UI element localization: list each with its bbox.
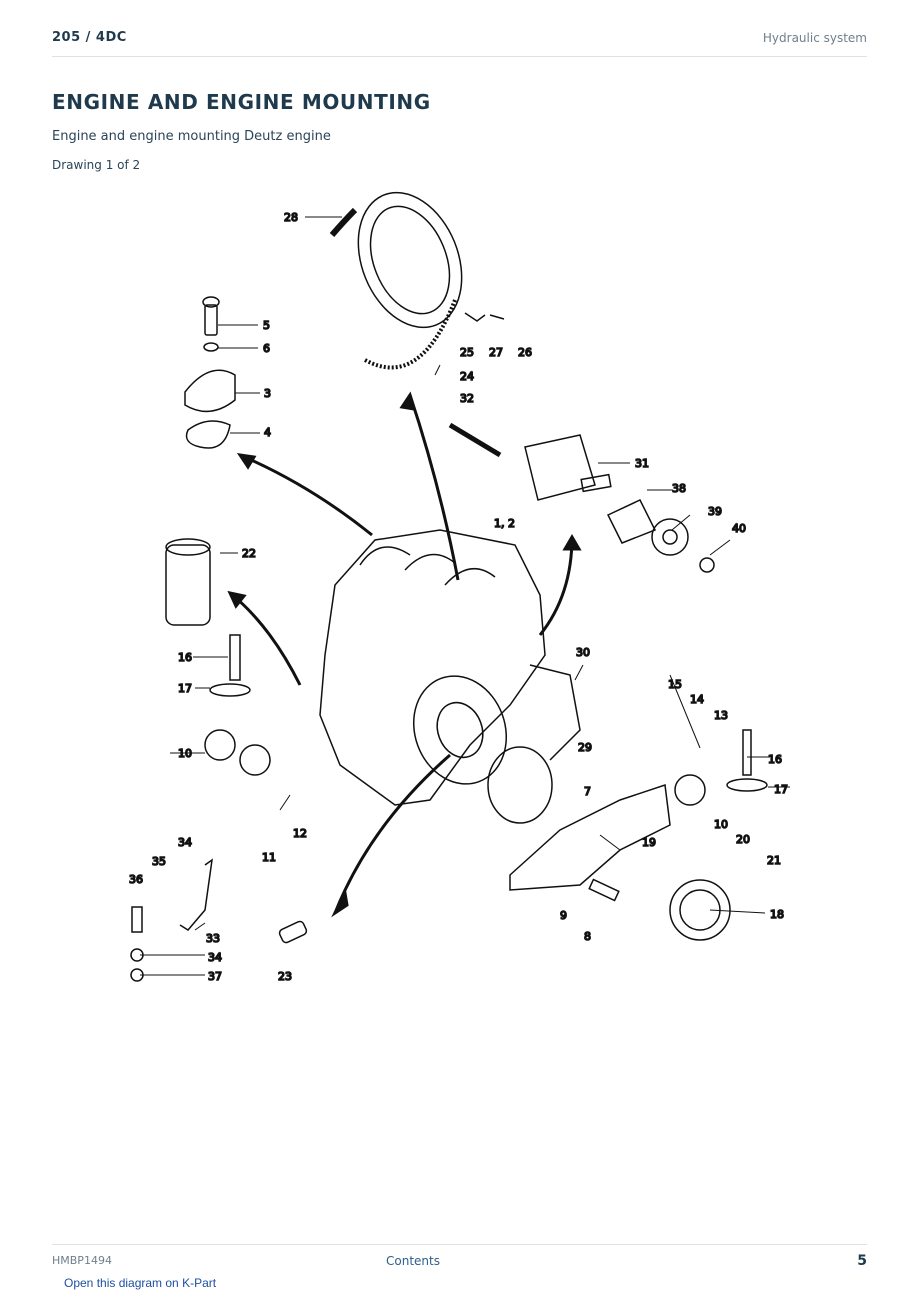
callout-10-left: 10 — [178, 747, 192, 760]
section-label: Hydraulic system — [762, 31, 867, 45]
callout-17-left: 17 — [178, 682, 192, 695]
callout-13: 13 — [714, 709, 728, 722]
callout-37: 37 — [208, 970, 222, 983]
open-in-kpart-link[interactable]: Open this diagram on K-Part — [64, 1276, 217, 1290]
callout-23: 23 — [278, 970, 292, 983]
callout-34-top: 34 — [178, 836, 192, 849]
callout-25: 25 — [460, 346, 474, 359]
callout-27: 27 — [489, 346, 503, 359]
callout-9: 9 — [560, 909, 567, 922]
callout-18: 18 — [770, 908, 784, 921]
callout-8: 8 — [584, 930, 591, 943]
page-title: ENGINE AND ENGINE MOUNTING — [52, 90, 431, 114]
right-engine-bracket — [509, 729, 768, 941]
hydraulic-pump — [448, 422, 715, 573]
page-header: 205 / 4DC Hydraulic system — [52, 28, 867, 57]
callout-33: 33 — [206, 932, 220, 945]
callout-30: 30 — [576, 646, 590, 659]
callout-16-right: 16 — [768, 753, 782, 766]
callout-3: 3 — [264, 387, 271, 400]
callout-20: 20 — [736, 833, 750, 846]
contents-link[interactable]: Contents — [386, 1254, 440, 1268]
fuel-filter — [165, 538, 271, 776]
callout-10-right: 10 — [714, 818, 728, 831]
callout-17-right: 17 — [774, 783, 788, 796]
callout-11: 11 — [262, 851, 276, 864]
callout-38: 38 — [672, 482, 686, 495]
callout-39: 39 — [708, 505, 722, 518]
callout-21: 21 — [767, 854, 781, 867]
flywheel-housing — [329, 191, 505, 370]
callout-28: 28 — [284, 211, 298, 224]
exploded-parts-diagram: 28 5 6 3 4 25 27 26 24 32 31 38 39 40 22… — [128, 191, 790, 984]
callout-40: 40 — [732, 522, 746, 535]
callout-24: 24 — [460, 370, 474, 383]
callout-35: 35 — [152, 855, 166, 868]
callout-5: 5 — [263, 319, 270, 332]
callout-22: 22 — [242, 547, 256, 560]
callout-32: 32 — [460, 392, 474, 405]
document-id: HMBP1494 — [52, 1254, 112, 1267]
callout-center-1-2: 1, 2 — [494, 517, 515, 530]
callout-12: 12 — [293, 827, 307, 840]
model-label: 205 / 4DC — [52, 30, 127, 45]
page-subtitle: Engine and engine mounting Deutz engine — [52, 129, 331, 144]
page-footer: HMBP1494 Contents 5 — [52, 1244, 867, 1275]
engine-block — [319, 529, 581, 824]
callout-31: 31 — [635, 457, 649, 470]
callout-15: 15 — [668, 678, 682, 691]
direction-arrows — [227, 391, 582, 918]
callout-36: 36 — [129, 873, 143, 886]
page-number: 5 — [857, 1253, 867, 1269]
callout-labels: 28 5 6 3 4 25 27 26 24 32 31 38 39 40 22… — [128, 210, 789, 984]
callout-16-left: 16 — [178, 651, 192, 664]
callout-7: 7 — [584, 785, 591, 798]
oil-filler-cap — [184, 296, 236, 449]
callout-6: 6 — [263, 342, 270, 355]
callout-34-bottom: 34 — [208, 951, 222, 964]
callout-29: 29 — [578, 741, 592, 754]
drawing-number: Drawing 1 of 2 — [52, 158, 141, 172]
callout-14: 14 — [690, 693, 704, 706]
callout-26: 26 — [518, 346, 532, 359]
callout-19: 19 — [642, 836, 656, 849]
callout-4: 4 — [264, 426, 271, 439]
callout-leaders — [140, 216, 790, 976]
